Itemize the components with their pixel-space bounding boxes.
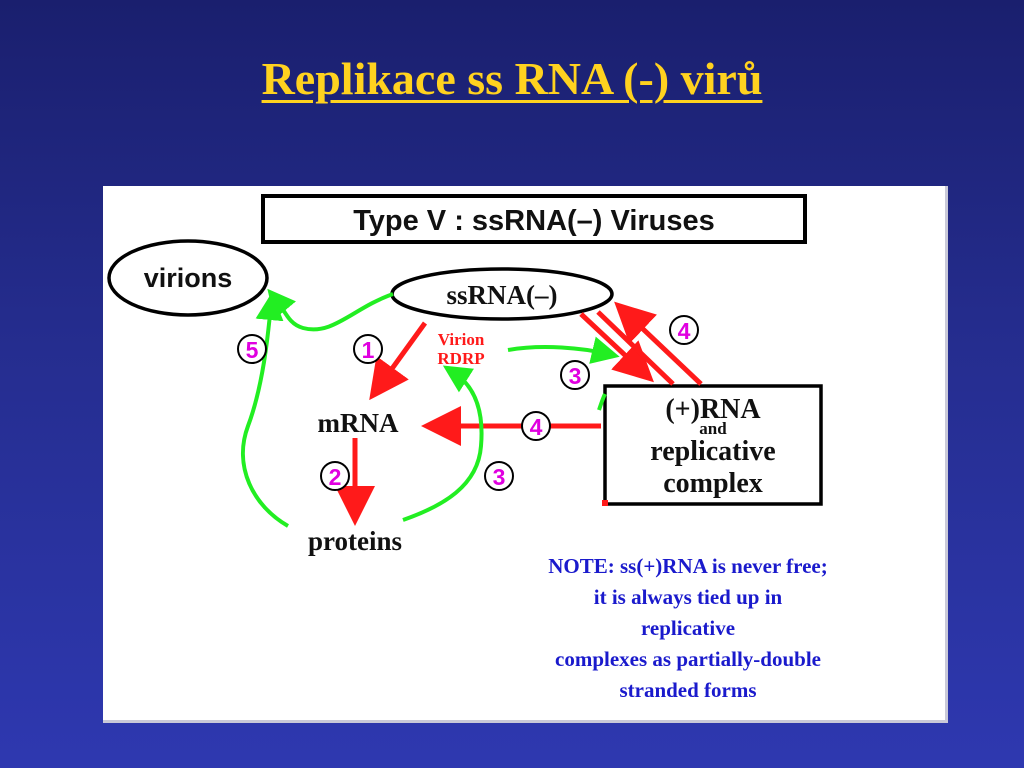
slide-title: Replikace ss RNA (-) virů [261, 53, 763, 104]
plus-rna-label: (+)RNA [665, 394, 761, 425]
complex-label: complex [663, 468, 763, 499]
arrow-complex-to-ssrna [614, 301, 703, 386]
svg-text:4: 4 [530, 414, 543, 440]
svg-text:3: 3 [569, 363, 582, 389]
virions-ellipse [107, 239, 269, 317]
note-line-3: replicative [640, 616, 736, 640]
enzyme-virion-label: Virion [438, 330, 485, 349]
red-corner-mark [602, 500, 608, 506]
arrow-step3-proteins [402, 365, 484, 522]
step2-badge: 2 [320, 461, 350, 491]
arrow-step3-rdrp [507, 336, 620, 364]
arrow-parallel-red [596, 310, 675, 386]
step4b-badge: 4 [521, 411, 551, 441]
arrow-step5 [241, 292, 289, 528]
header-box [261, 194, 807, 244]
svg-text:4: 4 [678, 318, 691, 344]
note-line-2: it is always tied up in [593, 585, 783, 609]
svg-text:2: 2 [329, 464, 342, 490]
green-tail-complex [597, 393, 607, 411]
and-label: and [699, 419, 727, 438]
step3a-badge: 3 [560, 360, 590, 390]
arrow-ssrna-to-virions [267, 288, 394, 332]
header-text: Type V : ssRNA(–) Viruses [353, 205, 715, 237]
proteins-label: proteins [308, 526, 402, 556]
mrna-label: mRNA [318, 408, 399, 438]
replicative-label: replicative [650, 436, 775, 467]
step3b-badge: 3 [484, 461, 514, 491]
step5-badge: 5 [237, 334, 267, 364]
diagram-canvas: Type V : ssRNA(–) Viruses virions ssRNA(… [107, 194, 823, 556]
arrow-step1 [369, 321, 428, 401]
step4a-badge: 4 [669, 315, 699, 345]
replicative-complex-box [603, 384, 823, 506]
ssrna-minus-label: ssRNA(–) [447, 280, 558, 310]
note-line-5: stranded forms [619, 678, 757, 702]
note-line-4: complexes as partially-double [555, 647, 821, 671]
svg-text:1: 1 [362, 337, 375, 363]
step1-badge: 1 [353, 334, 383, 364]
svg-text:5: 5 [246, 337, 259, 363]
diagram-figure: Type V : ssRNA(–) Viruses virions ssRNA(… [103, 186, 948, 723]
note-line-1: NOTE: ss(+)RNA is never free; [548, 554, 828, 578]
note-text: NOTE: ss(+)RNA is never free; it is alwa… [458, 551, 918, 706]
virions-label: virions [144, 263, 233, 293]
enzyme-rdrp-label: RDRP [437, 349, 484, 368]
svg-text:3: 3 [493, 464, 506, 490]
